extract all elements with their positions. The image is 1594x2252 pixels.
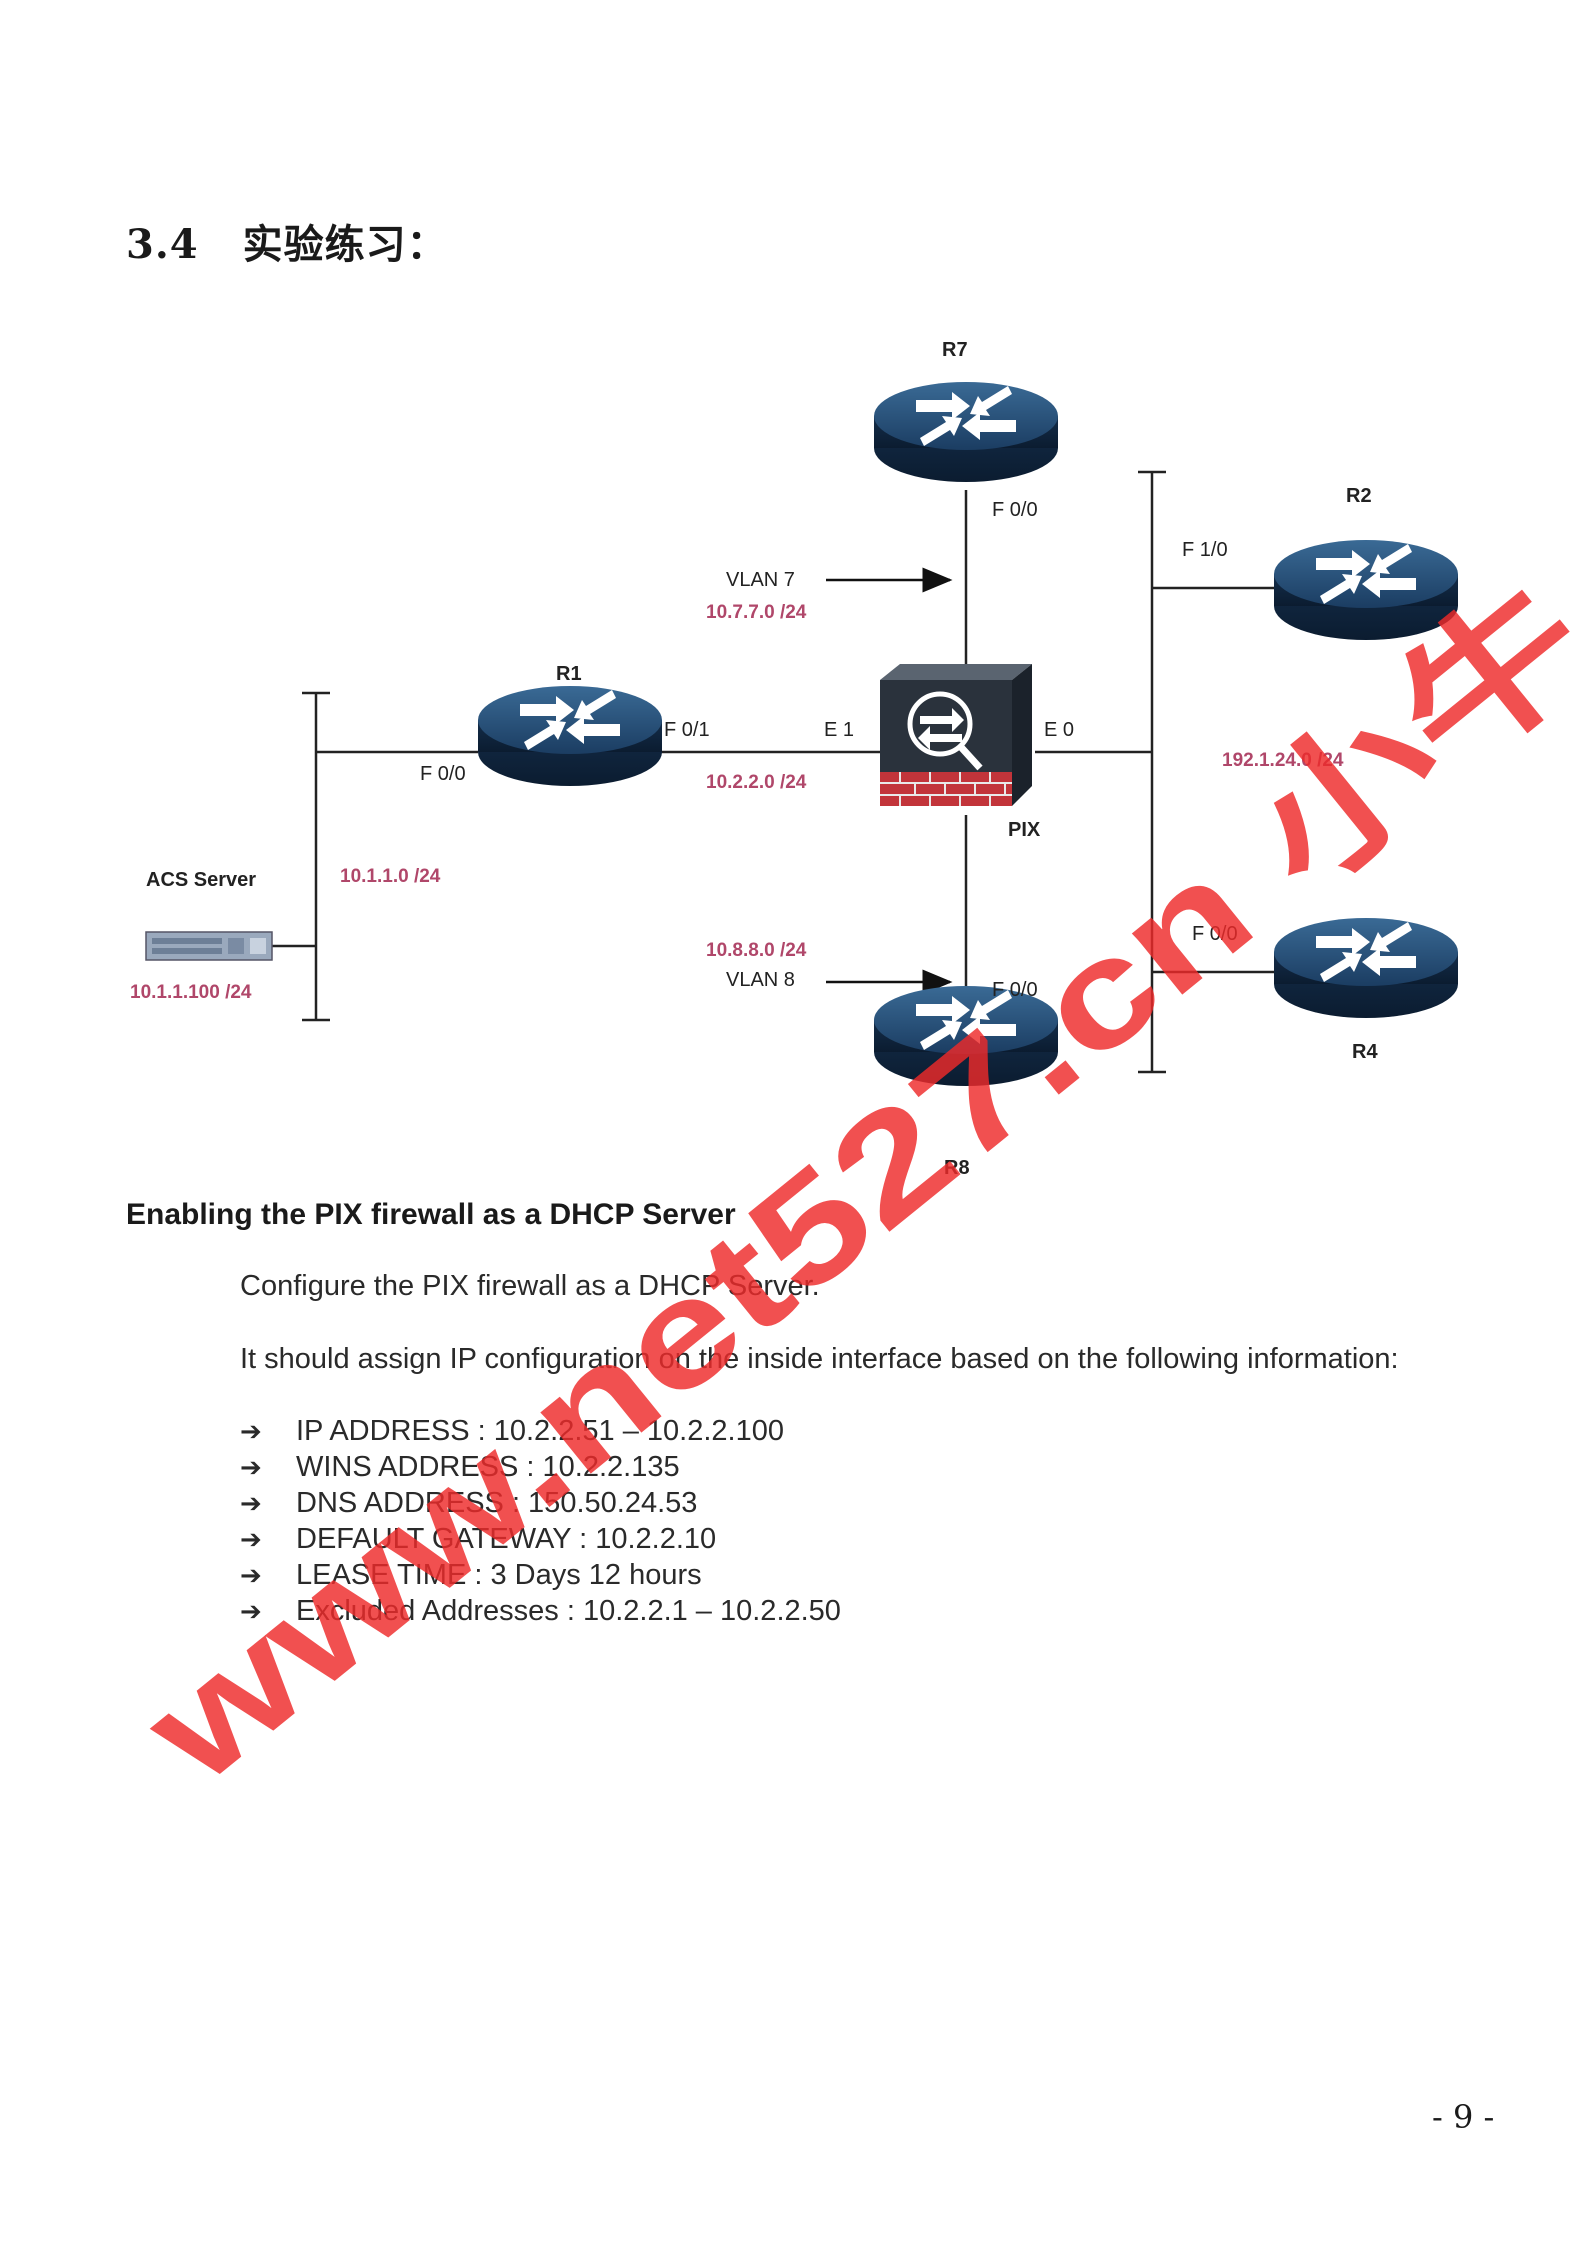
vlan7-label: VLAN 7: [726, 569, 795, 591]
dhcp-section-heading: Enabling the PIX firewall as a DHCP Serv…: [126, 1198, 736, 1231]
pix-label: PIX: [1008, 819, 1041, 841]
arrow-bullet-icon: ➔: [240, 1596, 262, 1626]
acs-server-label: ACS Server: [146, 869, 256, 891]
r1-f01-port-label: F 0/1: [664, 719, 710, 741]
list-item-text: WINS ADDRESS : 10.2.2.135: [296, 1451, 680, 1483]
list-item-text: Excluded Addresses : 10.2.2.1 – 10.2.2.5…: [296, 1595, 841, 1627]
r8-label: R8: [944, 1157, 970, 1179]
router-r7-icon: [874, 382, 1058, 482]
r7-label: R7: [942, 339, 968, 361]
arrow-bullet-icon: ➔: [240, 1560, 262, 1590]
acs-ip-label: 10.1.1.100 /24: [130, 982, 252, 1003]
vlan8-network-label: 10.8.8.0 /24: [706, 940, 807, 961]
r7-port-label: F 0/0: [992, 499, 1038, 521]
dhcp-settings-list: ➔ IP ADDRESS : 10.2.2.51 – 10.2.2.100 ➔ WI…: [240, 1413, 841, 1629]
instruction-paragraph-1: Configure the PIX firewall as a DHCP Ser…: [240, 1270, 820, 1302]
router-r8-icon: [874, 986, 1058, 1086]
list-item: ➔ LEASE TIME : 3 Days 12 hours: [240, 1557, 841, 1593]
vlan7-network-label: 10.7.7.0 /24: [706, 602, 807, 623]
list-item: ➔ Excluded Addresses : 10.2.2.1 – 10.2.2.…: [240, 1593, 841, 1629]
outside-network-label: 192.1.24.0 /24: [1222, 750, 1344, 771]
arrow-bullet-icon: ➔: [240, 1524, 262, 1554]
router-r1-icon: [478, 686, 662, 786]
pix-firewall-icon: [880, 664, 1032, 806]
list-item: ➔ WINS ADDRESS : 10.2.2.135: [240, 1449, 841, 1485]
page-number: - 9 -: [1432, 2098, 1495, 2136]
section-heading: 3.4 实验练习：: [126, 212, 448, 270]
section-title: 实验练习：: [242, 221, 448, 268]
list-item-text: IP ADDRESS : 10.2.2.51 – 10.2.2.100: [296, 1415, 784, 1447]
instruction-paragraph-2: It should assign IP configuration on the…: [240, 1343, 1399, 1375]
inside-ethernet-segment: [302, 691, 330, 1022]
list-item: ➔ DEFAULT GATEWAY : 10.2.2.10: [240, 1521, 841, 1557]
acs-server-icon: [145, 931, 273, 961]
r4-label: R4: [1352, 1041, 1378, 1063]
r2-label: R2: [1346, 485, 1372, 507]
inside-network-label: 10.1.1.0 /24: [340, 866, 441, 887]
list-item: ➔ DNS ADDRESS : 150.50.24.53: [240, 1485, 841, 1521]
router-r4-icon: [1274, 918, 1458, 1018]
list-item-text: LEASE TIME : 3 Days 12 hours: [296, 1559, 702, 1591]
outside-ethernet-segment: [1138, 470, 1166, 1074]
r8-port-label: F 0/0: [992, 979, 1038, 1001]
arrow-bullet-icon: ➔: [240, 1452, 262, 1482]
list-item-text: DEFAULT GATEWAY : 10.2.2.10: [296, 1523, 717, 1555]
r1-label: R1: [556, 663, 582, 685]
list-item-text: DNS ADDRESS : 150.50.24.53: [296, 1487, 698, 1519]
router-r2-icon: [1274, 540, 1458, 640]
network-diagram: R7 R1 R2 R4 R8 PIX ACS Server F 0/0 F 1/…: [130, 339, 1458, 1179]
vlan8-label: VLAN 8: [726, 969, 795, 991]
pix-e0-port-label: E 0: [1044, 719, 1074, 741]
pix-e1-port-label: E 1: [824, 719, 854, 741]
arrow-bullet-icon: ➔: [240, 1488, 262, 1518]
arrow-bullet-icon: ➔: [240, 1416, 262, 1446]
r4-port-label: F 0/0: [1192, 923, 1238, 945]
list-item: ➔ IP ADDRESS : 10.2.2.51 – 10.2.2.100: [240, 1413, 841, 1449]
r1-pix-network-label: 10.2.2.0 /24: [706, 772, 807, 793]
r2-port-label: F 1/0: [1182, 539, 1228, 561]
section-number: 3.4: [126, 221, 199, 268]
r1-f00-port-label: F 0/0: [420, 763, 466, 785]
